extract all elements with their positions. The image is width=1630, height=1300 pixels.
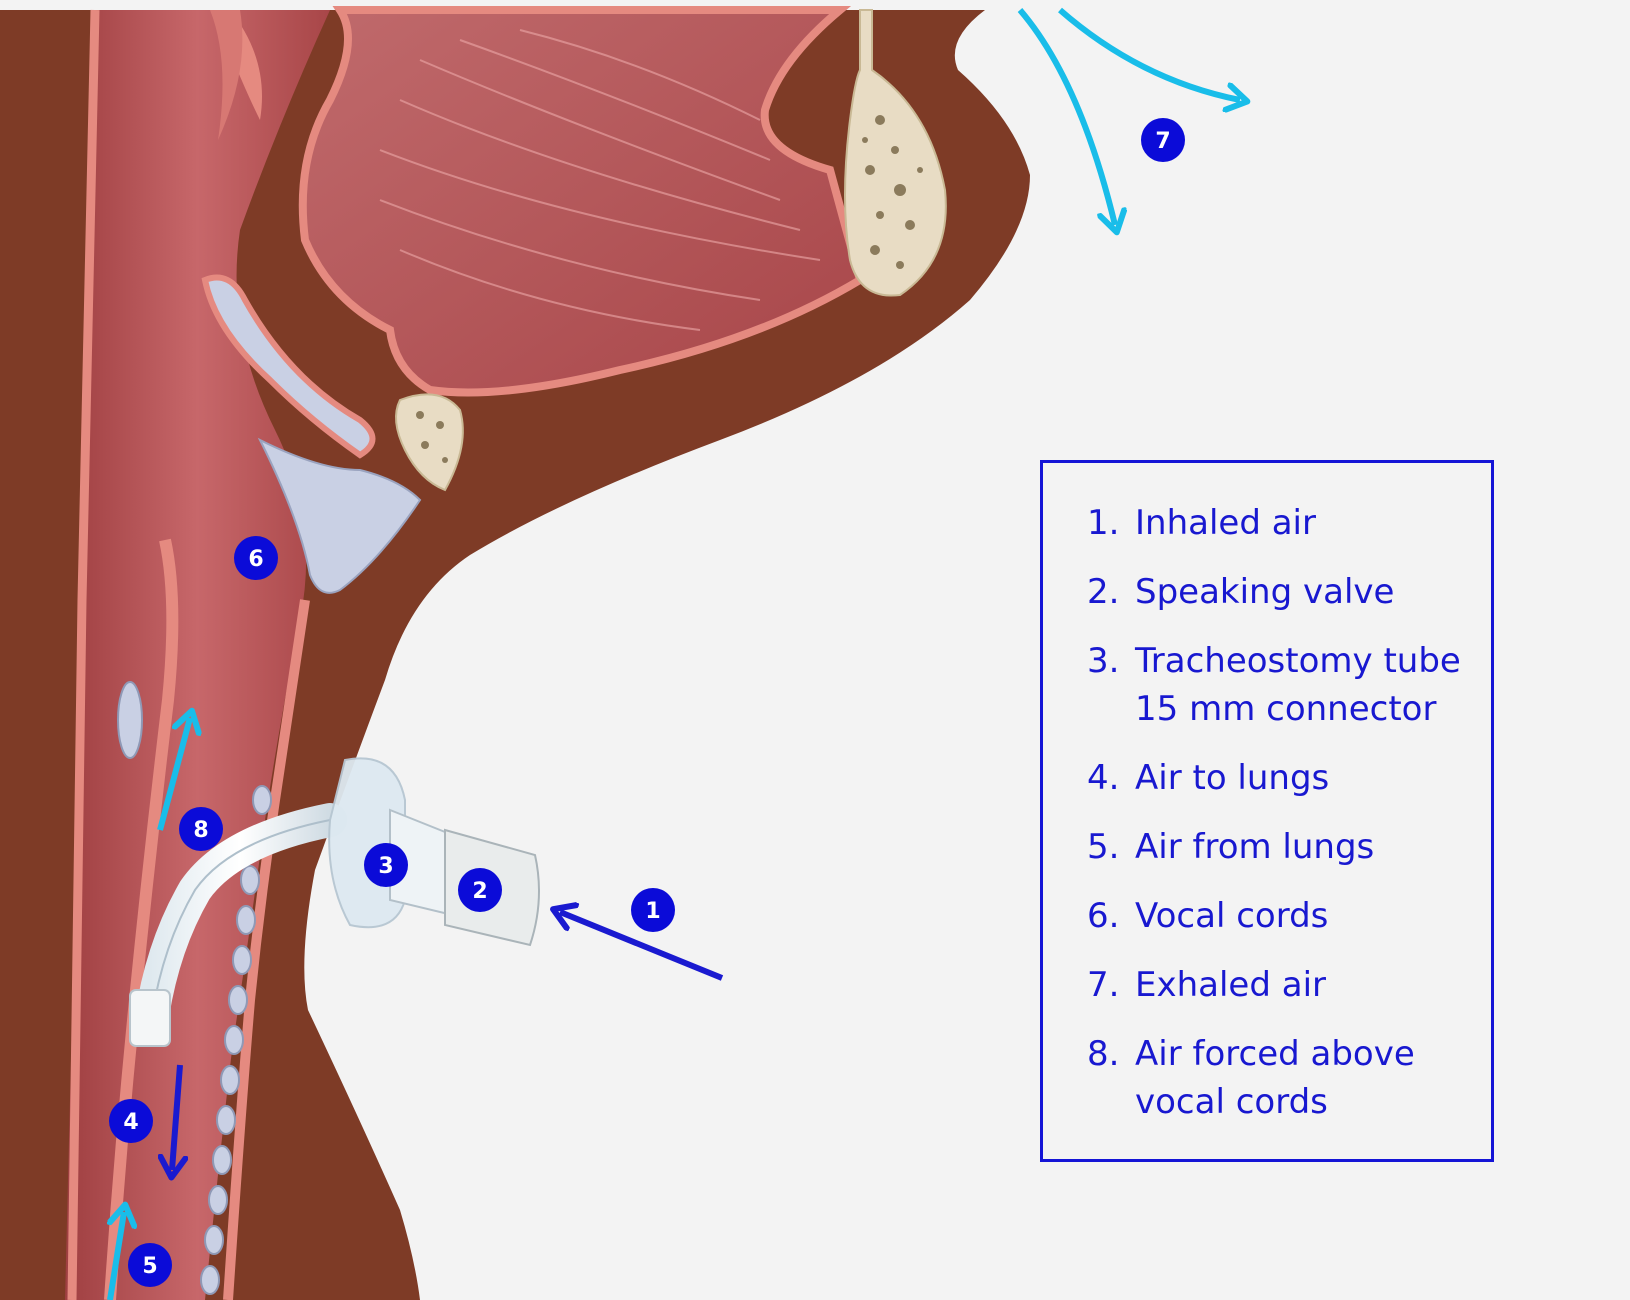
legend-box: 1. Inhaled air 2. Speaking valve 3. Trac… [1040,460,1494,1162]
svg-text:8: 8 [193,818,208,843]
marker-8: 8 [179,807,223,851]
marker-5: 5 [128,1243,172,1287]
legend-text: Air forced above vocal cords [1135,1030,1471,1126]
legend-text: Inhaled air [1135,499,1471,547]
legend-number: 4. [1087,754,1135,802]
legend-item: 7. Exhaled air [1087,961,1471,1009]
legend-number: 5. [1087,823,1135,871]
legend-text: Air to lungs [1135,754,1471,802]
legend-number: 8. [1087,1030,1135,1126]
marker-1: 1 [631,888,675,932]
svg-text:3: 3 [378,854,393,879]
tube-tip [130,990,170,1046]
legend-text: Exhaled air [1135,961,1471,1009]
legend-text: Tracheostomy tube 15 mm connector [1135,637,1471,733]
marker-7: 7 [1141,118,1185,162]
legend-item: 8. Air forced above vocal cords [1087,1030,1471,1126]
marker-4: 4 [109,1099,153,1143]
legend-item: 3. Tracheostomy tube 15 mm connector [1087,637,1471,733]
svg-text:2: 2 [472,879,487,904]
legend-item: 1. Inhaled air [1087,499,1471,547]
exhaled-air-arrow-b [1060,10,1240,100]
esophagus-cartilage [118,682,142,758]
legend-number: 2. [1087,568,1135,616]
legend-number: 1. [1087,499,1135,547]
marker-2: 2 [458,868,502,912]
legend-list: 1. Inhaled air 2. Speaking valve 3. Trac… [1087,499,1471,1126]
legend-text: Speaking valve [1135,568,1471,616]
svg-text:1: 1 [645,899,660,924]
legend-item: 5. Air from lungs [1087,823,1471,871]
legend-number: 7. [1087,961,1135,1009]
svg-text:5: 5 [142,1254,157,1279]
legend-item: 6. Vocal cords [1087,892,1471,940]
marker-6: 6 [234,536,278,580]
legend-number: 3. [1087,637,1135,733]
marker-3: 3 [364,843,408,887]
svg-text:4: 4 [123,1110,138,1135]
svg-text:7: 7 [1155,129,1170,154]
legend-item: 2. Speaking valve [1087,568,1471,616]
legend-item: 4. Air to lungs [1087,754,1471,802]
svg-text:6: 6 [248,547,263,572]
legend-text: Vocal cords [1135,892,1471,940]
legend-number: 6. [1087,892,1135,940]
legend-text: Air from lungs [1135,823,1471,871]
